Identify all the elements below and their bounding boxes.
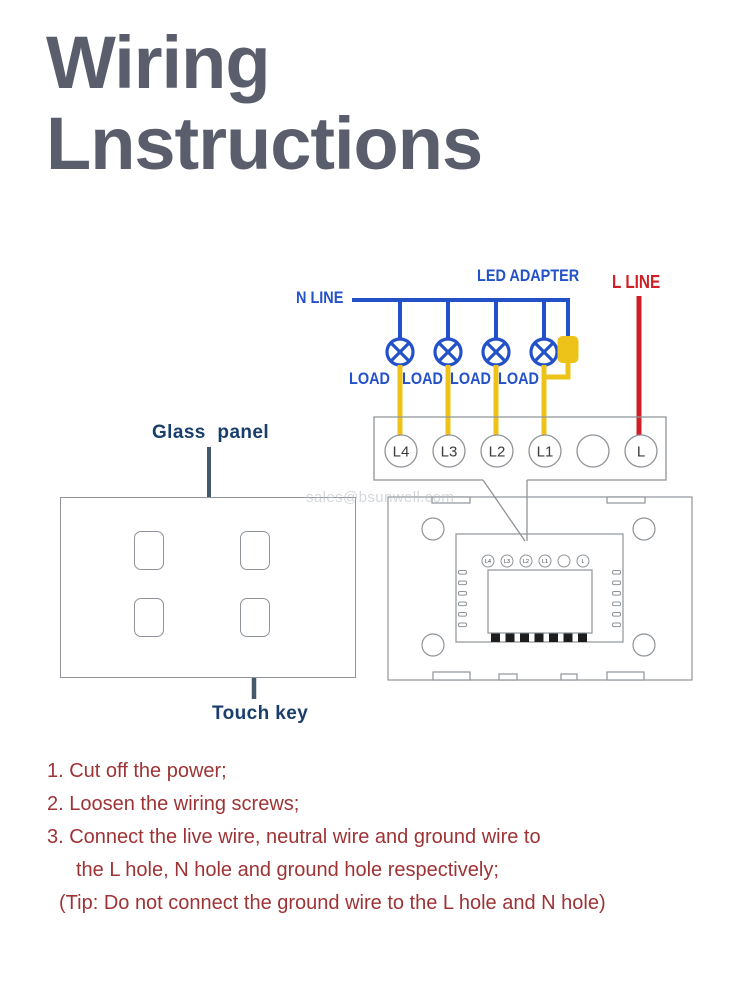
- terminal-label-l3: L3: [441, 444, 458, 461]
- load-label-text: LOAD: [498, 369, 539, 388]
- module-back-box: [487, 569, 593, 634]
- terminal-labels: L4 L3 L2 L1 L: [393, 444, 646, 461]
- touch-key-label: Touch key: [212, 703, 309, 724]
- terminal-label-l1: L1: [537, 444, 554, 461]
- lamp-icon: [433, 337, 463, 367]
- load-label-text: LOAD: [349, 369, 390, 388]
- load-label-text: LOAD: [450, 369, 491, 388]
- terminal-label-l: L: [637, 444, 645, 461]
- screw-hole: [632, 633, 656, 657]
- instruction-step-3-continued: the L hole, N hole and ground hole respe…: [76, 859, 499, 881]
- instruction-tip: (Tip: Do not connect the ground wire to …: [59, 892, 606, 914]
- module-terminal-l4: L4: [485, 559, 491, 565]
- n-line-label: N LINE: [296, 288, 352, 308]
- n-line-wire: [352, 298, 570, 340]
- load-label-2: LOAD: [402, 369, 450, 389]
- module-terminal-l3: L3: [504, 559, 510, 565]
- module-vents: [458, 570, 621, 628]
- load-wires: [397, 361, 571, 442]
- switch-module: [387, 496, 693, 681]
- instruction-step-3: 3. Connect the live wire, neutral wire a…: [47, 826, 541, 848]
- touch-key-shape: [240, 531, 270, 570]
- terminal-block: [373, 416, 667, 542]
- instruction-step-2: 2. Loosen the wiring screws;: [47, 793, 300, 815]
- terminal-label-l2: L2: [489, 444, 506, 461]
- screw-hole: [632, 517, 656, 541]
- led-adapter-shape: [557, 336, 579, 363]
- module-terminal-labels: L4 L3 L2 L1 L: [485, 559, 585, 565]
- lamp-icons: [385, 337, 559, 367]
- module-terminal-holes: [481, 554, 590, 568]
- l-line-label: L LINE: [612, 272, 669, 293]
- instruction-step-1: 1. Cut off the power;: [47, 760, 227, 782]
- instruction-list: 1. Cut off the power; 2. Loosen the wiri…: [47, 755, 717, 920]
- watermark: sales@bsunwell.com: [306, 489, 455, 506]
- n-line-label-text: N LINE: [296, 288, 344, 307]
- load-label-1: LOAD: [349, 369, 397, 389]
- touch-key-shape: [134, 598, 164, 637]
- lamp-icon: [529, 337, 559, 367]
- l-line-label-text: L LINE: [612, 272, 661, 292]
- lamp-icon: [481, 337, 511, 367]
- terminal-label-l4: L4: [393, 444, 410, 461]
- module-terminal-l2: L2: [523, 559, 529, 565]
- load-label-4: LOAD: [498, 369, 546, 389]
- page-title-line2: Lnstructions: [46, 102, 483, 185]
- touch-key-shape: [240, 598, 270, 637]
- glass-panel-drawing: [60, 497, 356, 678]
- module-terminal-l1: L1: [542, 559, 548, 565]
- module-connector-pins: [491, 633, 587, 642]
- page-title: Wiring Lnstructions: [46, 21, 483, 185]
- lamp-icon: [385, 337, 415, 367]
- module-terminal-l: L: [582, 559, 585, 565]
- led-adapter-label: LED ADAPTER: [477, 266, 597, 286]
- glass-panel-label: Glass panel: [152, 422, 270, 443]
- terminal-holes: [384, 434, 658, 468]
- screw-hole: [421, 517, 445, 541]
- load-label-3: LOAD: [450, 369, 498, 389]
- load-label-text: LOAD: [402, 369, 443, 388]
- page-title-line1: Wiring: [46, 21, 271, 104]
- screw-hole: [421, 633, 445, 657]
- led-adapter-label-text: LED ADAPTER: [477, 266, 580, 285]
- touch-key-shape: [134, 531, 164, 570]
